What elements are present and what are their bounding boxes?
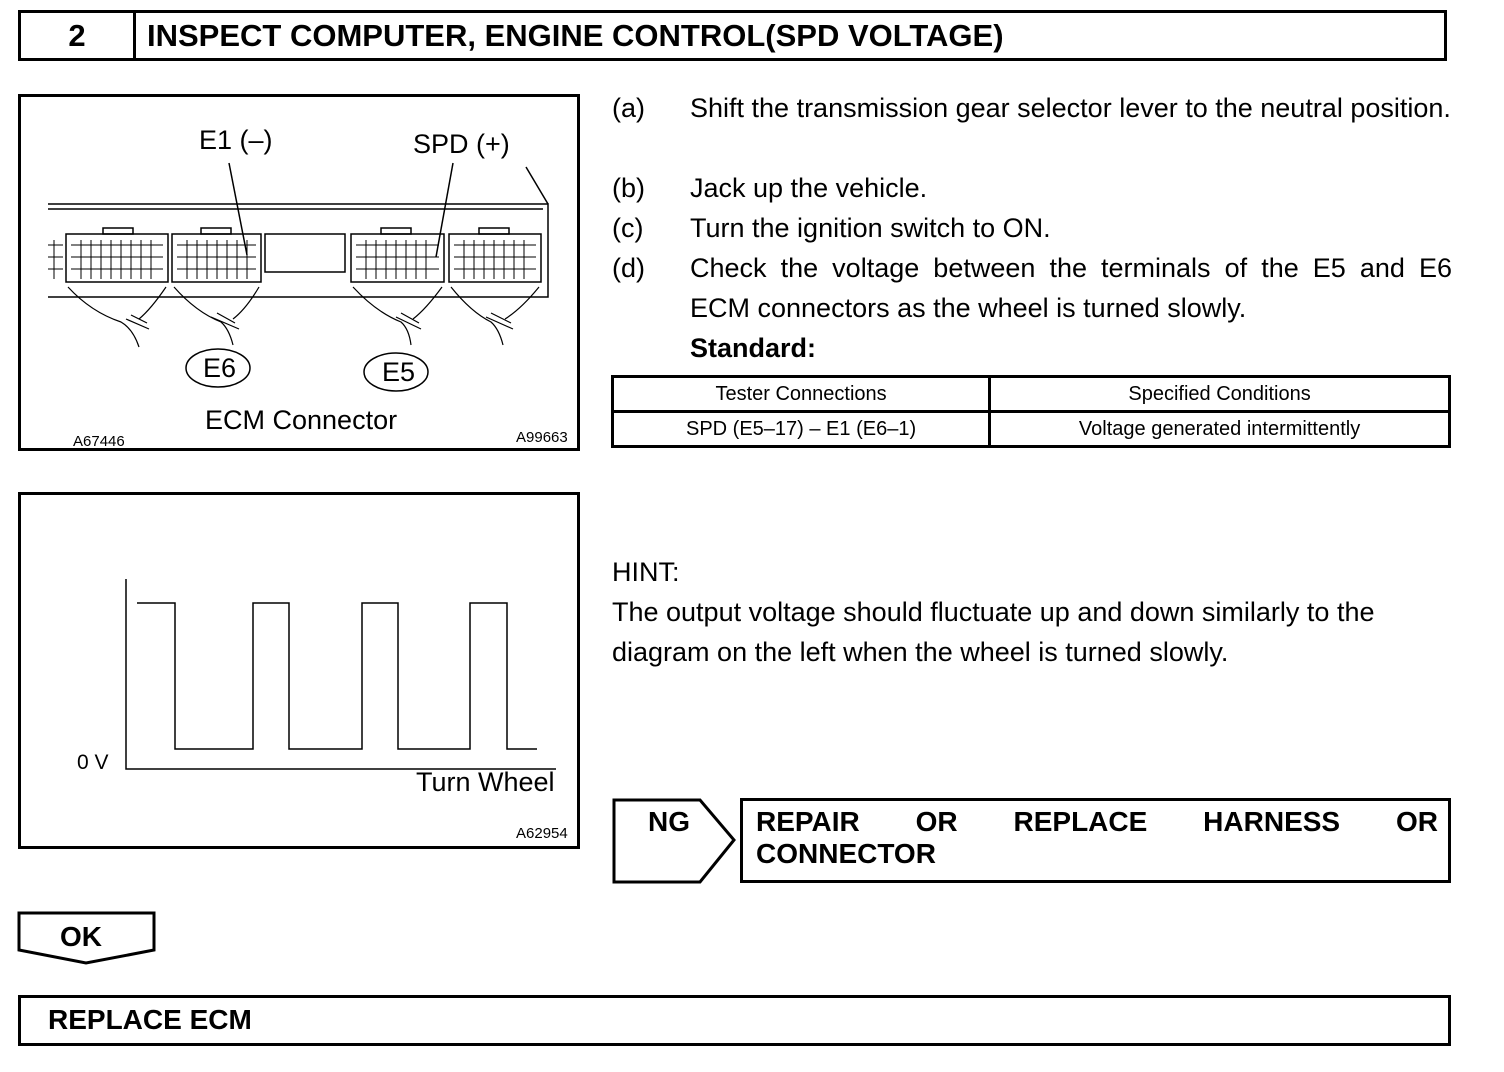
table-cell: Voltage generated intermittently bbox=[988, 410, 1451, 448]
step-number: 2 bbox=[21, 13, 136, 58]
waveform-drawing bbox=[125, 579, 556, 770]
ng-action-line-1: REPAIR OR REPLACE HARNESS OR bbox=[756, 806, 1438, 837]
hint-line-1: The output voltage should fluctuate up a… bbox=[612, 597, 1375, 627]
figure-code-left: A67446 bbox=[73, 433, 125, 450]
step-text: Turn the ignition switch to ON. bbox=[690, 213, 1051, 243]
spd-terminal-label: SPD (+) bbox=[413, 129, 510, 159]
ng-action-line-2: CONNECTOR bbox=[756, 838, 936, 869]
ecm-connector-figure: E1 (–) SPD (+) E6 E5 ECM Connector A6744… bbox=[18, 94, 580, 451]
figure-code-right: A99663 bbox=[516, 429, 568, 446]
figure-code: A62954 bbox=[516, 825, 568, 842]
connector-e6-label: E6 bbox=[203, 353, 237, 383]
ng-label: NG bbox=[648, 806, 690, 837]
step-text: Check the voltage between the terminals … bbox=[690, 253, 1452, 323]
figure-caption: ECM Connector bbox=[205, 405, 398, 435]
ok-label: OK bbox=[60, 921, 102, 952]
step-header: 2 INSPECT COMPUTER, ENGINE CONTROL(SPD V… bbox=[18, 10, 1447, 61]
hint-label: HINT: bbox=[612, 557, 680, 587]
ok-arrow-icon bbox=[17, 911, 156, 965]
table-cell: SPD (E5–17) – E1 (E6–1) bbox=[610, 410, 992, 448]
turn-wheel-label: Turn Wheel bbox=[416, 767, 555, 797]
ng-action-box bbox=[740, 798, 1451, 883]
ecm-connector-drawing bbox=[48, 162, 549, 392]
ok-action-box bbox=[18, 995, 1451, 1046]
spec-table: Tester Connections Specified Conditions … bbox=[610, 375, 1451, 448]
ng-arrow-icon bbox=[612, 798, 736, 884]
waveform-line bbox=[137, 602, 537, 750]
waveform-figure: 0 V Turn Wheel A62954 bbox=[18, 492, 580, 849]
table-header-cell: Specified Conditions bbox=[988, 375, 1451, 413]
zero-volt-label: 0 V bbox=[77, 751, 109, 774]
connector-e5-label: E5 bbox=[382, 357, 416, 387]
table-header-cell: Tester Connections bbox=[610, 375, 992, 413]
step-title: INSPECT COMPUTER, ENGINE CONTROL(SPD VOL… bbox=[147, 18, 1004, 53]
step-letter: (b) bbox=[612, 173, 645, 203]
e1-terminal-label: E1 (–) bbox=[199, 125, 273, 155]
table-row: SPD (E5–17) – E1 (E6–1) Voltage generate… bbox=[610, 410, 1451, 448]
ok-action-label: REPLACE ECM bbox=[48, 1004, 252, 1035]
step-text: Shift the transmission gear selector lev… bbox=[690, 93, 1451, 123]
step-letter: (c) bbox=[612, 213, 644, 243]
hint-line-2: diagram on the left when the wheel is tu… bbox=[612, 637, 1229, 667]
step-letter: (d) bbox=[612, 253, 645, 283]
step-letter: (a) bbox=[612, 93, 645, 123]
step-text: Jack up the vehicle. bbox=[690, 173, 928, 203]
y-axis bbox=[125, 579, 556, 770]
standard-label: Standard: bbox=[690, 333, 817, 363]
table-header-row: Tester Connections Specified Conditions bbox=[610, 375, 1451, 413]
